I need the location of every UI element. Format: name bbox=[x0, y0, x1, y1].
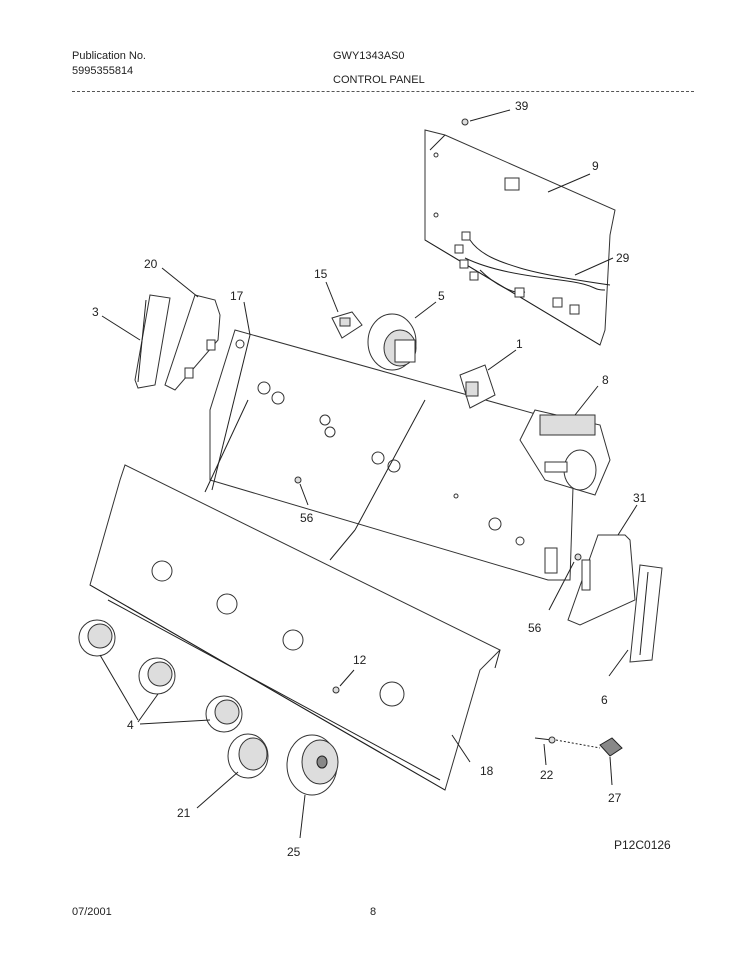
callout-22: 22 bbox=[540, 768, 554, 782]
callout-31: 31 bbox=[633, 491, 647, 505]
part-17-backplate bbox=[209, 329, 576, 581]
header-rule bbox=[72, 91, 694, 92]
callout-12: 12 bbox=[353, 653, 367, 667]
callout-25: 25 bbox=[287, 845, 301, 859]
part-8-timer bbox=[519, 409, 611, 496]
part-31-end-bracket bbox=[567, 534, 636, 626]
callout-6: 6 bbox=[601, 693, 608, 707]
leader-lines bbox=[99, 109, 638, 839]
callout-27: 27 bbox=[608, 791, 622, 805]
part-56-screw-lower bbox=[574, 553, 582, 561]
callout-5: 5 bbox=[438, 289, 445, 303]
callout-15: 15 bbox=[314, 267, 328, 281]
part-15-switch bbox=[331, 311, 363, 339]
part-5-selector-switch bbox=[367, 313, 417, 371]
part-9-rear-panel bbox=[424, 129, 616, 346]
callout-39: 39 bbox=[515, 99, 529, 113]
footer-date: 07/2001 bbox=[72, 906, 112, 918]
callout-4: 4 bbox=[127, 718, 134, 732]
part-39-screw bbox=[461, 118, 469, 126]
part-4-knobs bbox=[78, 619, 243, 733]
part-21-knob bbox=[227, 733, 269, 779]
diagram-code: P12C0126 bbox=[614, 838, 671, 852]
callout-56-lower: 56 bbox=[528, 621, 542, 635]
publication-number: 5995355814 bbox=[72, 65, 134, 77]
callout-29: 29 bbox=[616, 251, 630, 265]
part-18-console bbox=[89, 464, 501, 791]
part-29-wire-harness bbox=[454, 231, 611, 315]
model-number: GWY1343AS0 bbox=[333, 50, 405, 62]
part-27-clip bbox=[599, 737, 623, 757]
part-6-end-cap bbox=[629, 564, 663, 663]
callout-17: 17 bbox=[230, 289, 244, 303]
part-20-end-bracket bbox=[164, 294, 221, 391]
section-title: CONTROL PANEL bbox=[333, 74, 425, 86]
callout-56-upper: 56 bbox=[300, 511, 314, 525]
page-number: 8 bbox=[370, 906, 377, 918]
part-56-screw-upper bbox=[294, 476, 302, 484]
callout-9: 9 bbox=[592, 159, 599, 173]
publication-label: Publication No. bbox=[72, 50, 146, 62]
part-3-end-cap bbox=[134, 294, 171, 389]
callout-20: 20 bbox=[144, 257, 158, 271]
part-25-timer-knob bbox=[286, 734, 339, 796]
callout-21: 21 bbox=[177, 806, 191, 820]
part-12-screw bbox=[332, 686, 340, 694]
part-22-screw bbox=[534, 736, 601, 749]
callout-8: 8 bbox=[602, 373, 609, 387]
callout-labels: 39 9 29 20 3 17 15 5 1 8 56 31 56 6 12 4… bbox=[92, 99, 647, 859]
callout-18: 18 bbox=[480, 764, 494, 778]
part-1-push-switch bbox=[459, 364, 496, 409]
callout-3: 3 bbox=[92, 305, 99, 319]
callout-1: 1 bbox=[516, 337, 523, 351]
